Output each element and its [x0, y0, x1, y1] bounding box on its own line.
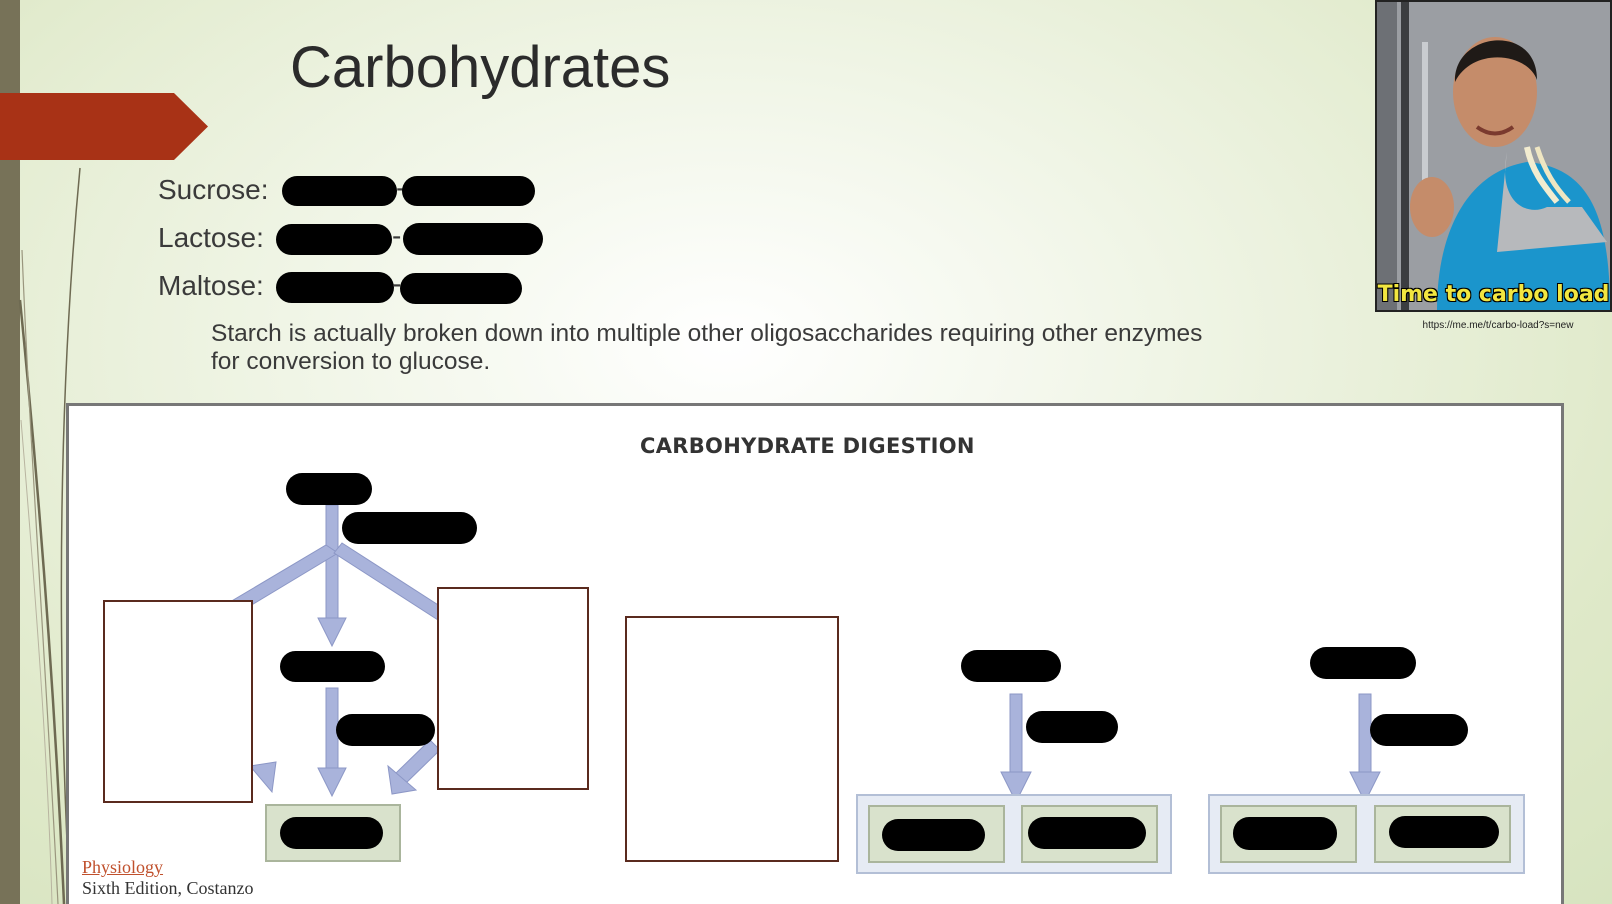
- blank-answer-box-1: [103, 600, 253, 803]
- photo-source-url: https://me.me/t/carbo-load?s=new: [1422, 320, 1574, 331]
- blank-answer-box-2: [437, 587, 589, 790]
- slide-title: Carbohydrates: [290, 35, 671, 100]
- maltose-separator: -: [392, 268, 402, 299]
- redacted-enzyme-label-4: [1370, 714, 1468, 746]
- redacted-product-label-1b: [1028, 817, 1146, 849]
- redacted-sucrose-part1: [282, 176, 397, 206]
- redacted-disaccharide-label-2: [1310, 647, 1416, 679]
- decorative-curves: [18, 167, 81, 904]
- sucrose-label: Sucrose:: [158, 174, 269, 205]
- redacted-lactose-part2: [403, 223, 543, 255]
- redacted-lactose-part1: [276, 224, 392, 255]
- source-edition: Sixth Edition, Costanzo: [82, 878, 254, 898]
- redacted-disaccharide-label-1: [961, 650, 1061, 682]
- lactose-separator: -: [392, 220, 402, 251]
- redacted-intermediate-label: [280, 651, 385, 682]
- redacted-starch-label: [286, 473, 372, 505]
- redacted-enzyme-label-1: [342, 512, 477, 544]
- lactose-label: Lactose:: [158, 222, 264, 253]
- diagram-title: CARBOHYDRATE DIGESTION: [640, 434, 975, 458]
- eating-man-illustration: [1377, 2, 1610, 310]
- maltose-label: Maltose:: [158, 270, 264, 301]
- title-accent-tab: [0, 93, 208, 160]
- photo-caption: Time to carbo load: [1377, 282, 1610, 307]
- redacted-product-label: [280, 817, 383, 849]
- sucrose-separator: -: [396, 172, 406, 203]
- redacted-maltose-part2: [400, 273, 522, 304]
- redacted-sucrose-part2: [402, 176, 535, 206]
- redacted-enzyme-label-3: [1026, 711, 1118, 743]
- blank-answer-box-3: [625, 616, 839, 862]
- source-physiology-link[interactable]: Physiology: [82, 857, 164, 877]
- redacted-product-label-2a: [1233, 817, 1337, 850]
- redacted-product-label-1a: [882, 819, 985, 851]
- starch-note: Starch is actually broken down into mult…: [211, 320, 1203, 375]
- redacted-product-label-2b: [1389, 816, 1499, 848]
- redacted-maltose-part1: [276, 272, 394, 303]
- slide-sidebar-bar: [0, 0, 20, 904]
- carbo-load-photo: Time to carbo load: [1375, 0, 1612, 312]
- redacted-enzyme-label-2: [336, 714, 435, 746]
